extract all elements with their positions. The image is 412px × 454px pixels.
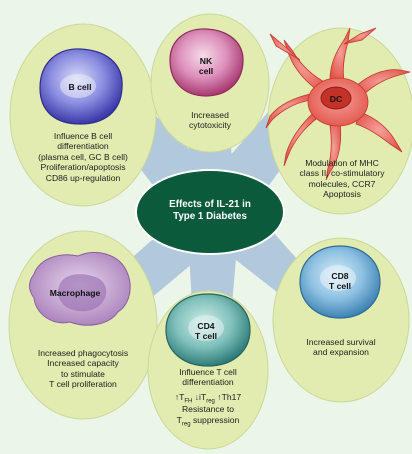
bcell-effect-3: (plasma cell, GC B cell) [38, 151, 128, 162]
tfh-sub: FH [184, 398, 193, 405]
macrophage-effect-3: to stimulate [61, 368, 105, 379]
macrophage-effect-4: T cell proliferation [49, 379, 117, 390]
cd4-treg-line: Treg suppression [160, 414, 256, 428]
cd4-effect-1: Influence T cell [179, 367, 237, 377]
cd4-name: CD4 T cell [186, 321, 226, 341]
nk-effect-2: cytotoxicity [188, 120, 232, 131]
nk-name-line1: NK [199, 56, 213, 66]
macrophage-effects: Increased phagocytosis Increased capacit… [18, 348, 148, 390]
cd8-effect-2: and expansion [313, 347, 369, 358]
bcell-illustration [39, 48, 123, 125]
dc-name: DC [329, 94, 343, 104]
nk-effect-1: Increased [191, 110, 229, 120]
bcell-name: B cell [68, 82, 92, 92]
cd4-resistance: Resistance to [181, 404, 235, 415]
cd4-cell-illustration [165, 293, 251, 367]
center-title-line1: Effects of IL-21 in [169, 199, 251, 210]
macrophage-effect-2: Increased capacity [47, 358, 119, 369]
bcell-effect-1: Influence B cell [53, 131, 113, 141]
dc-effect-2: class II, co-stimulatory [299, 168, 385, 179]
dc-effect-3: molecules, CCR7 [308, 178, 376, 189]
cd8-effect-1: Increased survival [306, 337, 376, 347]
cd8-cell-illustration [299, 245, 381, 319]
nk-cell-name: NK cell [186, 56, 226, 76]
th17-up-arrow: ↑ [217, 391, 222, 402]
dc-effects: Modulation of MHC class II, co-stimulato… [280, 158, 404, 200]
dc-illustration [265, 27, 411, 181]
cd8-name-line2: T cell [329, 281, 351, 291]
itreg-down-arrow: ↓ [194, 391, 200, 402]
bcell-effects: Influence B cell differentiation (plasma… [18, 131, 148, 183]
treg-main: T [176, 414, 182, 425]
bcell-effect-5: CD86 up-regulation [45, 172, 121, 183]
macrophage-illustration [29, 252, 131, 326]
nk-cell-illustration [169, 28, 244, 97]
center-title-line2: Type 1 Diabetes [173, 211, 247, 222]
dc-effect-1: Modulation of MHC [305, 158, 379, 168]
treg-sub: reg [181, 421, 191, 428]
th17-label: Th17 [221, 391, 242, 402]
cd8-name-line1: CD8 [331, 271, 349, 281]
dc-effect-4: Apoptosis [323, 189, 361, 200]
center-title: Effects of IL-21 in Type 1 Diabetes [150, 199, 270, 223]
bcell-effect-2: differentiation [57, 141, 109, 152]
cd4-name-line1: CD4 [197, 321, 215, 331]
bcell-effect-4: Proliferation/apoptosis [40, 162, 126, 173]
itreg-main: iT [199, 391, 207, 402]
nk-effects: Increased cytotoxicity [165, 110, 255, 131]
itreg-sub: reg [206, 398, 215, 405]
treg-suppression: suppression [190, 414, 240, 425]
cd8-effects: Increased survival and expansion [286, 337, 396, 358]
cd4-subset-line: ↑TFH ↓iTreg ↑Th17 [160, 391, 256, 405]
tfh-up-arrow: ↑ [174, 391, 180, 402]
macrophage-name: Macrophage [49, 288, 101, 298]
nk-name-line2: cell [198, 66, 214, 76]
center-ellipse [135, 169, 285, 255]
macrophage-effect-1: Increased phagocytosis [37, 348, 129, 358]
cd8-name: CD8 T cell [318, 271, 362, 291]
tfh-main: T [179, 391, 185, 402]
cd4-effects: Influence T cell differentiation ↑TFH ↓i… [160, 367, 256, 428]
cd4-effect-2: differentiation [182, 377, 234, 388]
cd4-name-line2: T cell [195, 331, 217, 341]
